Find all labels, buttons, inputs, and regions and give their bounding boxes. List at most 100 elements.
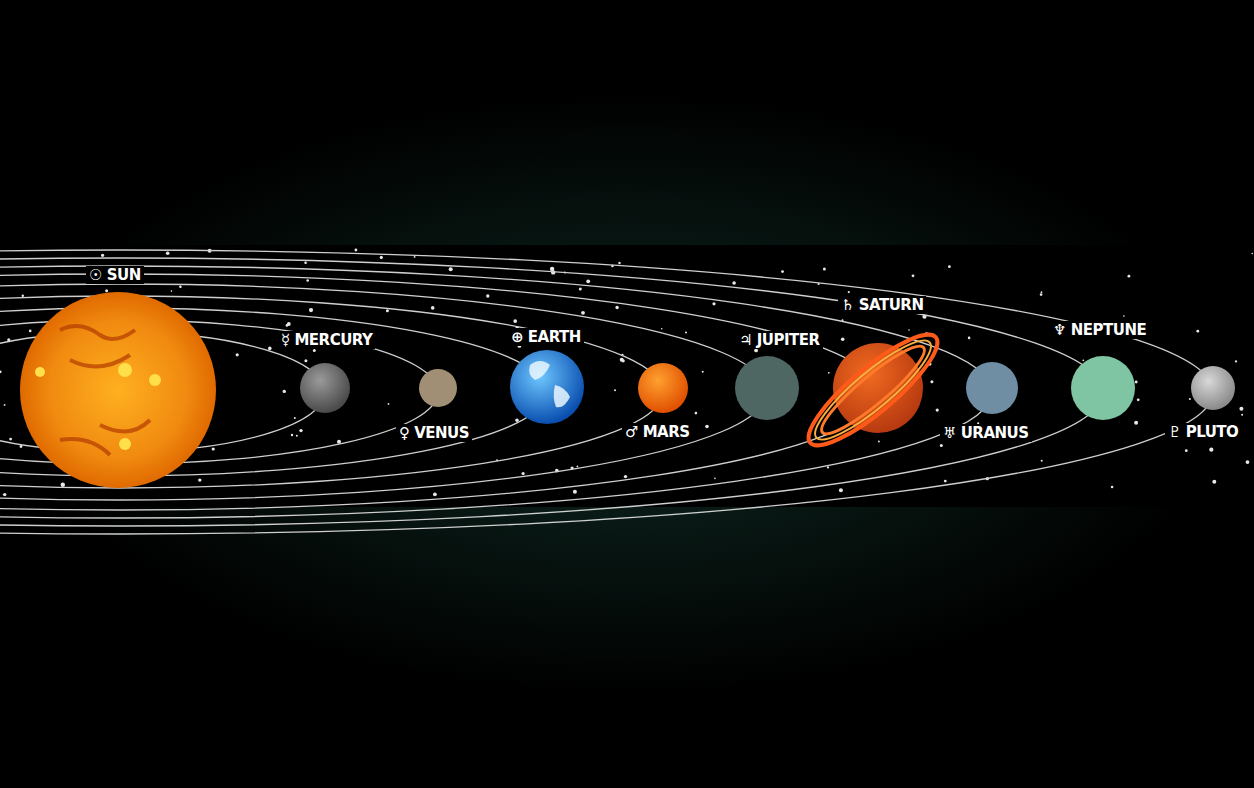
star: [712, 302, 715, 305]
star: [1241, 414, 1243, 416]
star: [299, 429, 302, 432]
star: [618, 262, 620, 264]
star: [912, 274, 915, 277]
star: [29, 330, 32, 333]
star: [179, 286, 182, 289]
star: [291, 434, 293, 436]
star: [286, 324, 289, 327]
star: [754, 349, 758, 353]
star: [550, 267, 554, 271]
star: [579, 288, 582, 291]
star: [732, 281, 736, 285]
star: [615, 306, 618, 309]
star: [624, 475, 627, 478]
uranus-planet: [966, 362, 1018, 414]
star: [296, 435, 298, 437]
star: [781, 270, 784, 273]
star: [1041, 291, 1043, 293]
star: [1239, 407, 1243, 411]
star: [908, 329, 910, 331]
star: [573, 490, 577, 494]
star: [1196, 330, 1199, 333]
orbits: [0, 250, 1213, 534]
star: [1041, 460, 1043, 462]
star: [586, 279, 590, 283]
star: [171, 290, 173, 292]
star: [878, 441, 880, 443]
star: [1040, 293, 1043, 296]
star: [198, 478, 201, 481]
planet-label: ♅ URANUS: [940, 424, 1032, 442]
star: [1137, 398, 1140, 401]
star: [212, 447, 215, 450]
star: [622, 359, 625, 362]
star: [3, 493, 6, 496]
neptune-planet: [1071, 356, 1135, 420]
star: [940, 444, 943, 447]
star: [433, 492, 437, 496]
star: [388, 403, 390, 405]
star: [449, 267, 453, 271]
star: [936, 409, 939, 412]
star: [0, 370, 2, 373]
sun-label: ☉ SUN: [86, 266, 144, 284]
star: [9, 438, 12, 441]
venus-planet: [419, 369, 457, 407]
star: [515, 419, 518, 422]
star: [431, 306, 435, 310]
star: [414, 256, 416, 258]
star: [105, 289, 108, 292]
star: [1135, 381, 1138, 384]
planet-label: ♃ JUPITER: [736, 331, 823, 349]
star: [337, 440, 341, 444]
star: [386, 309, 389, 312]
star: [577, 466, 579, 468]
planet-label: ⊕ EARTH: [508, 328, 584, 346]
star: [1082, 359, 1084, 361]
planet-label: ♆ NEPTUNE: [1050, 321, 1149, 339]
mars-planet: [638, 363, 688, 413]
star: [1235, 360, 1237, 362]
star: [944, 480, 947, 483]
star: [522, 472, 525, 475]
star: [304, 261, 307, 264]
star: [313, 349, 316, 352]
star: [1251, 253, 1253, 255]
star: [1189, 398, 1191, 400]
star: [1209, 448, 1213, 452]
star: [948, 265, 951, 268]
star: [4, 404, 6, 406]
star: [236, 353, 239, 356]
star: [513, 319, 517, 323]
star: [828, 372, 830, 374]
planet-label: ♀ VENUS: [396, 424, 472, 442]
star: [22, 295, 24, 297]
star: [1111, 486, 1114, 489]
star: [61, 483, 65, 487]
star: [355, 249, 358, 252]
star: [695, 412, 698, 415]
star: [268, 347, 272, 351]
star: [283, 390, 286, 393]
star: [166, 251, 170, 255]
planet-label: ☿ MERCURY: [278, 331, 375, 349]
star: [823, 268, 826, 271]
planet-label: ♂ MARS: [622, 423, 693, 441]
star: [968, 337, 971, 340]
star: [685, 332, 687, 334]
star: [705, 425, 709, 429]
star: [380, 256, 383, 259]
star: [661, 328, 663, 330]
star: [614, 389, 616, 391]
star: [1134, 421, 1138, 425]
star: [304, 359, 307, 362]
star: [1123, 315, 1125, 317]
sun: [20, 292, 216, 488]
star: [702, 371, 704, 373]
star: [841, 338, 845, 342]
mercury-planet: [300, 363, 350, 413]
pluto-planet: [1191, 366, 1235, 410]
star: [1246, 460, 1250, 464]
star: [309, 308, 313, 312]
